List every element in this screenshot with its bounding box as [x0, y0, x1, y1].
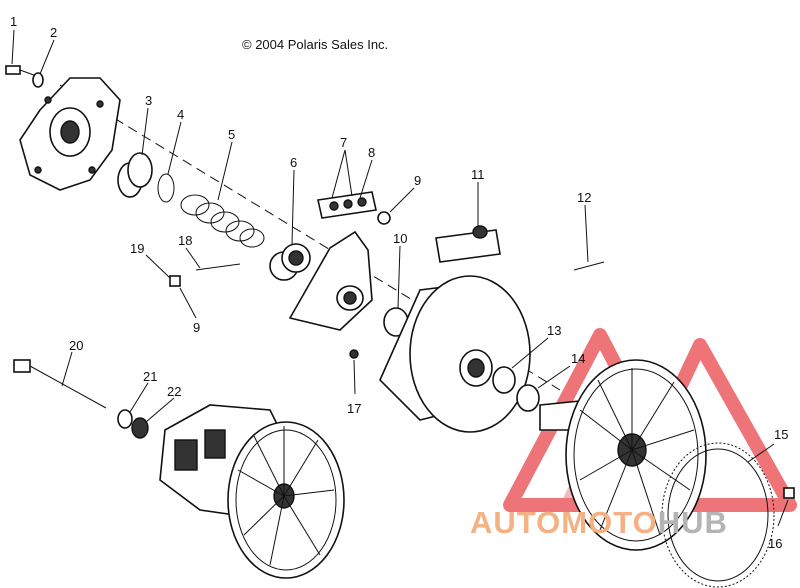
bolt-part-20 [13, 359, 107, 409]
ring-gear-part-15 [661, 442, 775, 588]
callout-4: 4 [177, 107, 184, 122]
ring-part-4 [157, 173, 175, 203]
roller-part-6 [269, 243, 311, 281]
callout-labels: 1 2 3 4 5 6 7 8 9 9 10 11 12 13 14 15 16… [10, 14, 788, 551]
callout-13: 13 [547, 323, 561, 338]
callout-20: 20 [69, 338, 83, 353]
callout-17: 17 [347, 401, 361, 416]
nut-part-22 [131, 417, 149, 439]
callout-8: 8 [368, 145, 375, 160]
callout-14: 14 [571, 351, 585, 366]
callout-7: 7 [340, 135, 347, 150]
weight-arm-assembly [288, 191, 377, 331]
callout-21: 21 [143, 369, 157, 384]
moveable-sheave [379, 275, 531, 433]
callout-15: 15 [774, 427, 788, 442]
pin-part-18 [195, 263, 241, 271]
watermark-text: AUTOMOTOHUB [470, 505, 728, 541]
callout-3: 3 [145, 93, 152, 108]
washer-part-21 [117, 409, 133, 429]
callout-9-lower: 9 [193, 320, 200, 335]
nut-part-17 [349, 349, 359, 359]
assembled-clutch [159, 404, 345, 579]
bushing-part-3 [117, 152, 153, 198]
cover-plate [19, 77, 121, 191]
callout-10: 10 [393, 231, 407, 246]
leader-lines [11, 29, 789, 527]
spring-part-5 [180, 194, 265, 248]
callout-11: 11 [471, 167, 485, 182]
pin-part-12 [573, 261, 605, 271]
bracket-part-11 [435, 225, 501, 263]
callout-22: 22 [167, 384, 181, 399]
washer-part-14 [516, 384, 540, 412]
callout-9-upper: 9 [414, 173, 421, 188]
callout-19: 19 [130, 241, 144, 256]
callout-18: 18 [178, 233, 192, 248]
watermark-text-part-b: HUB [657, 505, 728, 540]
screw-part-16 [783, 487, 795, 499]
fixed-sheave [539, 359, 707, 551]
watermark-text-part-a: AUTOMOTO [470, 505, 658, 540]
callout-6: 6 [290, 155, 297, 170]
callout-16: 16 [768, 536, 782, 551]
nut-part-19 [169, 275, 181, 287]
washer-part-2 [32, 72, 44, 88]
callout-12: 12 [577, 190, 591, 205]
callout-2: 2 [50, 25, 57, 40]
callout-5: 5 [228, 127, 235, 142]
callout-1: 1 [10, 14, 17, 29]
washer-part-13 [492, 366, 516, 394]
bushing-part-9 [377, 211, 391, 225]
copyright-notice: © 2004 Polaris Sales Inc. [242, 37, 389, 52]
